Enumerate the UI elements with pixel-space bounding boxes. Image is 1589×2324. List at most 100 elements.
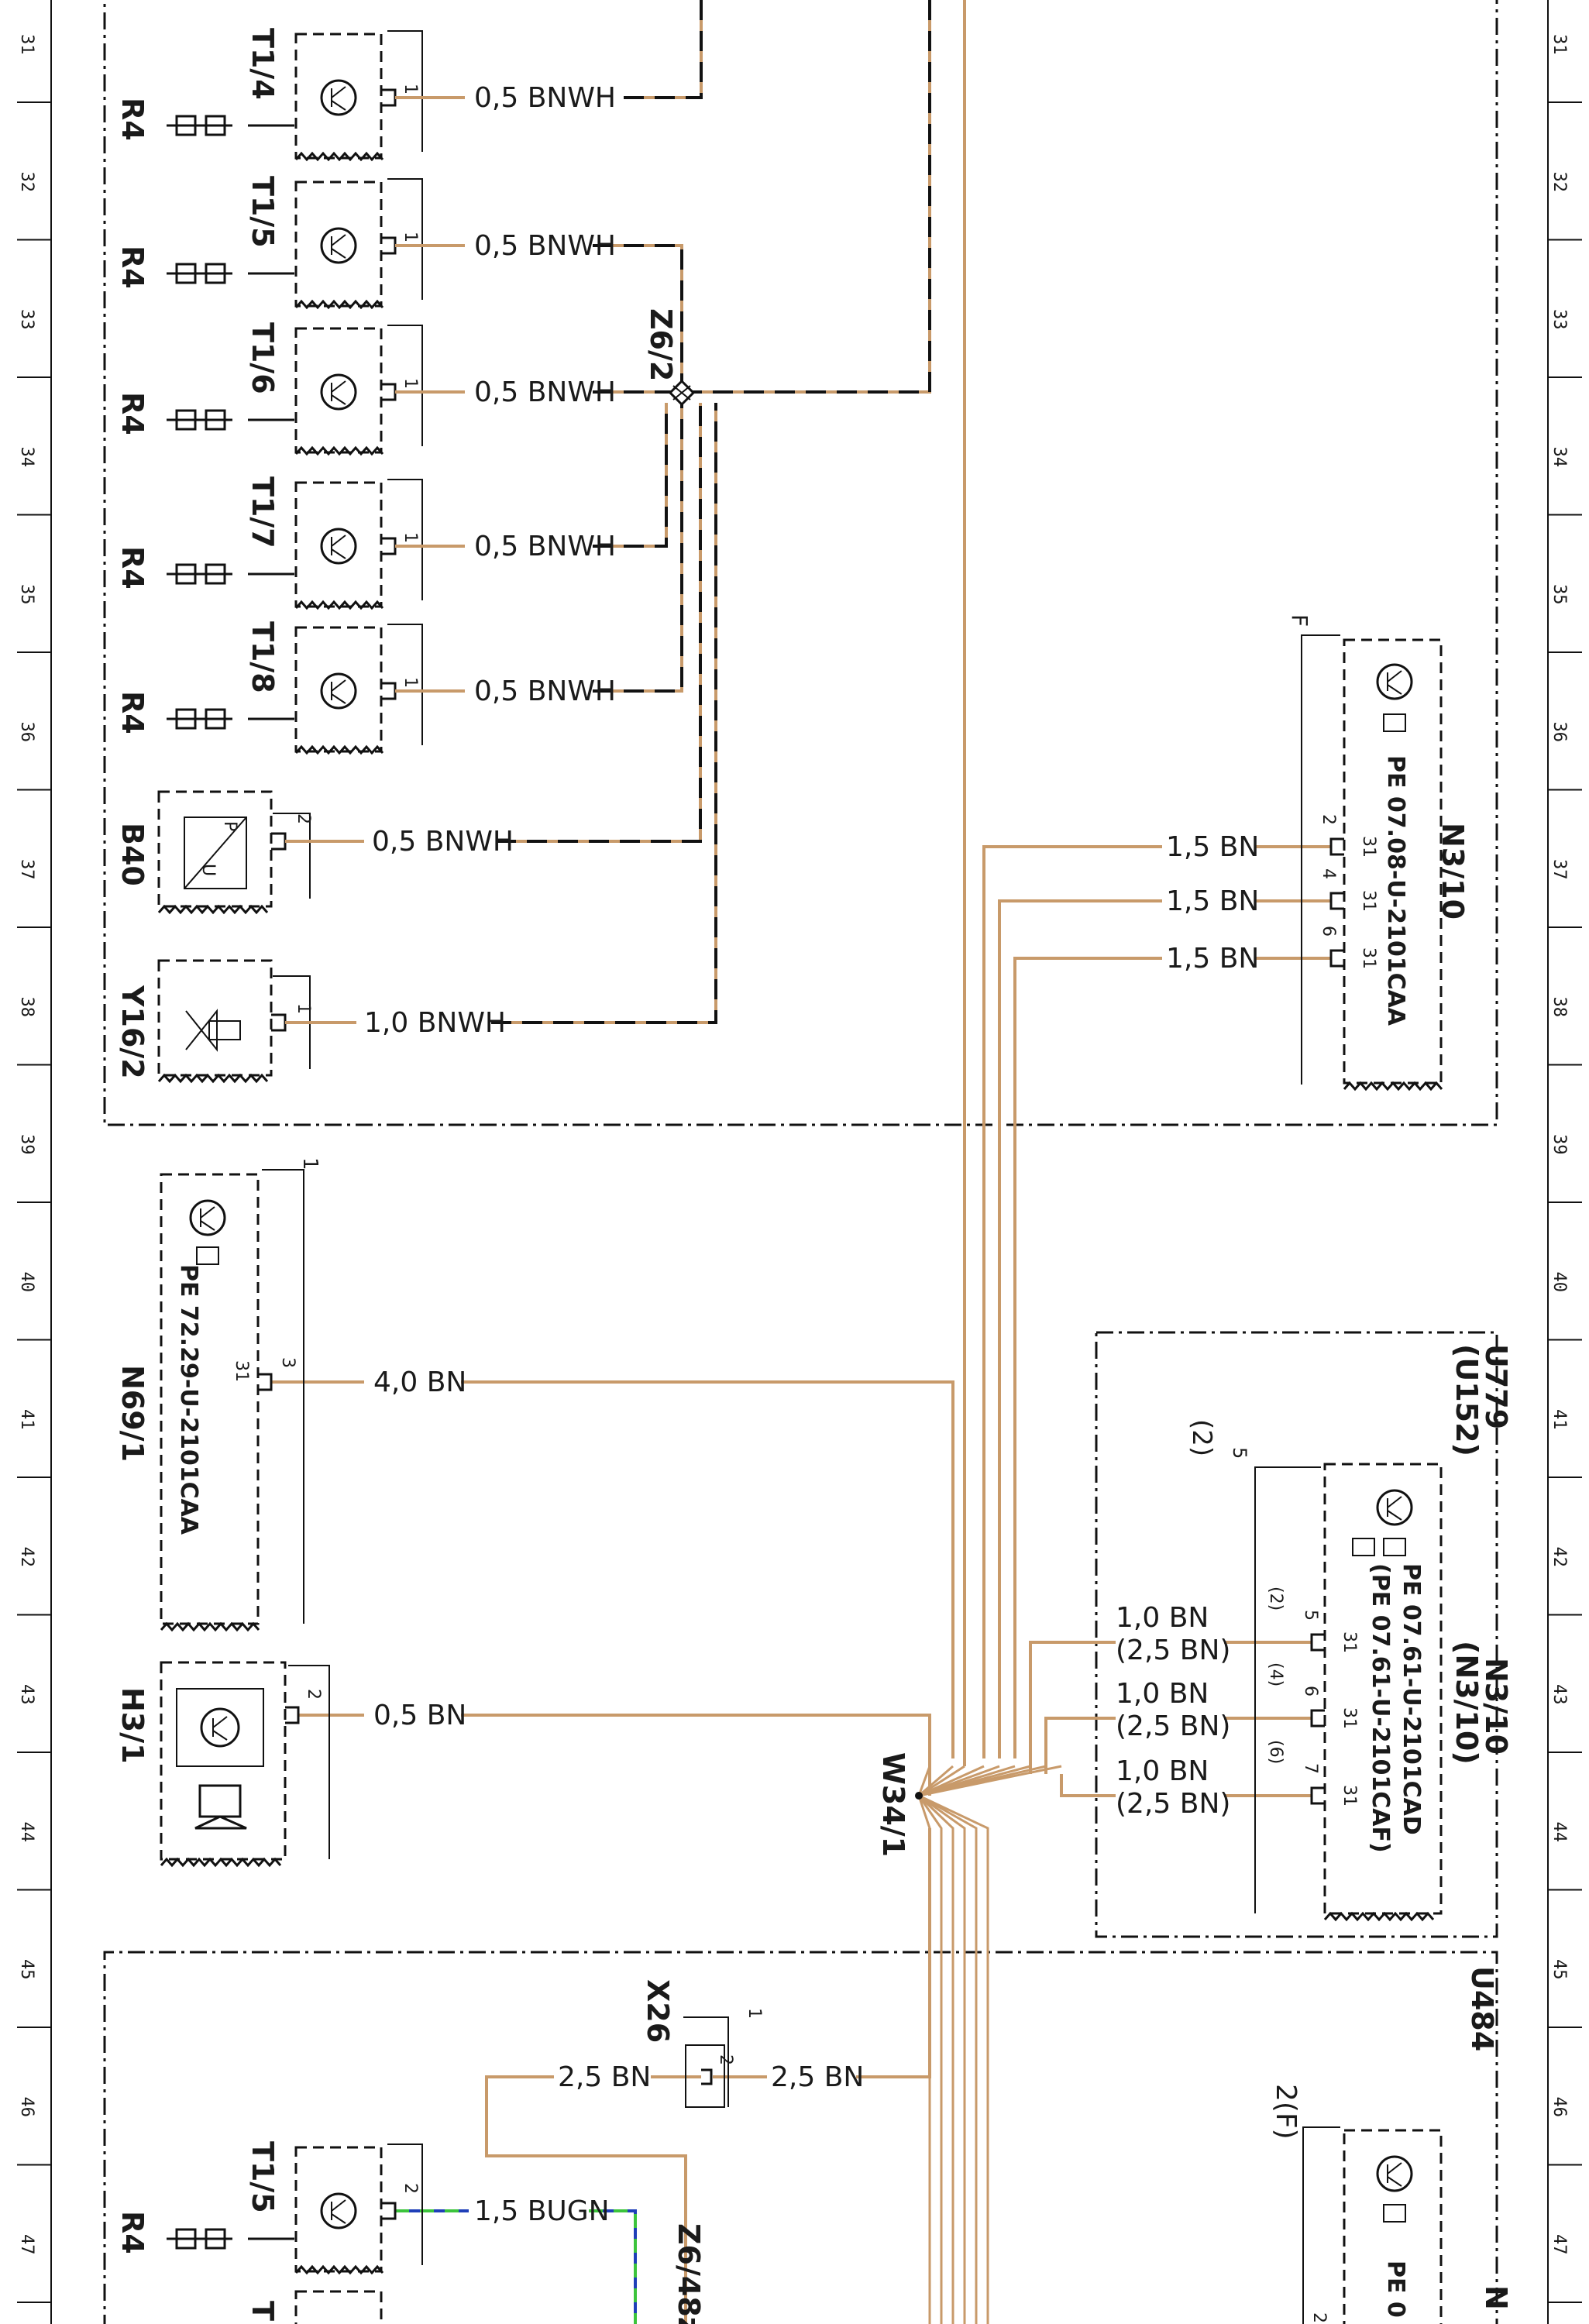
r4-plug-icon — [175, 563, 197, 585]
pin-sub: 31 — [1359, 947, 1378, 969]
r4-plug-icon — [175, 409, 197, 431]
pin-stub — [1310, 1709, 1325, 1728]
component-label: T1/7 — [246, 476, 280, 548]
grid-row-label: 46 — [17, 2097, 36, 2118]
u779-top-pin: 5 — [1229, 1447, 1250, 1459]
pin-sub: 31 — [1359, 836, 1378, 858]
grid-row-label: 41 — [1549, 1409, 1569, 1430]
pin-stub — [1310, 1633, 1325, 1652]
transistor-icon — [320, 2192, 357, 2229]
grid-row-label: 35 — [1549, 584, 1569, 605]
u484-frame — [103, 1951, 1498, 2324]
n3-10-top-ref: PE 07.08-U-2101CAA — [1382, 755, 1409, 1026]
w34-1-label: W34/1 — [876, 1752, 910, 1857]
component-box — [157, 959, 273, 1077]
wire-label: 1,0 BN — [1116, 1678, 1209, 1710]
component-bracket — [387, 178, 423, 300]
grid-row-label: 36 — [1549, 722, 1569, 743]
grid-row-label: 40 — [17, 1272, 36, 1293]
w34-fan-out — [917, 1795, 931, 2324]
component-bracket — [1302, 2126, 1340, 2324]
wire-label: 0,5 BNWH — [474, 376, 616, 408]
h3-to-w34 — [461, 1714, 931, 1796]
transistor-icon — [1376, 1489, 1413, 1526]
component-zigzag — [294, 600, 384, 610]
w34-fan-in — [918, 1765, 1062, 1797]
component-bracket — [683, 2016, 729, 2107]
grid-row-label: 36 — [17, 722, 36, 743]
component-bracket — [387, 2144, 423, 2265]
wire-label: 0,5 BNWH — [372, 826, 514, 858]
pin-sub: 31 — [1359, 890, 1378, 912]
wire-label: 0,5 BNWH — [474, 230, 616, 262]
pin-number: 1 — [401, 232, 420, 242]
grid-row-label: 31 — [1549, 34, 1569, 55]
w34-fan-out — [917, 1795, 943, 2324]
grid-row-label: 33 — [1549, 309, 1569, 330]
pin-number: 4 — [1319, 868, 1338, 879]
component-box — [294, 2146, 383, 2273]
pin-sub: 31 — [1340, 1707, 1359, 1729]
wire-label: 0,5 BNWH — [474, 531, 616, 562]
pin-number: 7 — [1301, 1763, 1320, 1774]
component-label: T1/5 — [246, 176, 280, 248]
grid-row-label: 41 — [17, 1409, 36, 1430]
upper-group-frame — [103, 0, 1498, 1126]
x26-to-w34 — [856, 1828, 931, 2078]
pin-stub — [258, 1373, 273, 1391]
bottom-right-pin: 2(F) — [1270, 2084, 1302, 2140]
wire-label: 0,5 BNWH — [474, 82, 616, 114]
component-zigzag — [160, 1857, 282, 1868]
component-zigzag — [294, 744, 384, 755]
x26-label: X26 — [641, 1979, 675, 2043]
component-box — [294, 180, 383, 308]
wire-label: 1,0 BNWH — [364, 1007, 506, 1039]
solenoid-icon — [208, 1020, 241, 1040]
grid-row-label: 46 — [1549, 2097, 1569, 2118]
wire-y16-to-z6 — [491, 403, 717, 1024]
component-label: T1/4 — [246, 28, 280, 100]
connector-body — [685, 2044, 725, 2108]
component-zigzag — [294, 299, 384, 310]
component-zigzag — [294, 151, 384, 162]
wire-label-alt: (2,5 BN) — [1116, 1788, 1230, 1820]
n69-ref: PE 72.29-U-2101CAA — [175, 1264, 202, 1535]
grid-row-label: 45 — [1549, 1959, 1569, 1980]
component-box — [294, 481, 383, 608]
grid-row-label: 37 — [1549, 859, 1569, 880]
transistor-icon — [320, 672, 357, 710]
grid-row-label: 40 — [1549, 1272, 1569, 1293]
pin-number: 2 — [294, 813, 313, 824]
wire-label-left: 2,5 BN — [558, 2061, 651, 2093]
grid-row-label: 38 — [17, 997, 36, 1018]
transistor-icon — [1376, 663, 1413, 700]
z6-48z-label: Z6/48z — [672, 2223, 706, 2324]
component-bracket — [262, 1169, 304, 1624]
component-box — [160, 1661, 287, 1861]
connector-label: R4 — [115, 392, 150, 435]
component-zigzag — [294, 2264, 384, 2275]
pin-sub: 31 — [1340, 1785, 1359, 1807]
u779-ref-2: (PE 07.61-U-2101CAF) — [1367, 1563, 1394, 1853]
connector-label: R4 — [115, 246, 150, 289]
n69-1-label: N69/1 — [115, 1365, 150, 1462]
component-box — [294, 626, 383, 753]
component-box — [1323, 1463, 1443, 1915]
pin-number: 2 — [1319, 814, 1338, 825]
u779-to-w34 — [1044, 1717, 1116, 1774]
grid-row-label: 32 — [17, 172, 36, 193]
wire-label: 1,5 BN — [1166, 831, 1259, 863]
component-bracket — [1301, 634, 1340, 1085]
component-zigzag — [1323, 1911, 1435, 1922]
r4-socket-icon — [205, 263, 226, 284]
n69-corner-pin: 1 — [298, 1157, 322, 1171]
component-bracket — [1254, 1466, 1321, 1913]
upper-shield-return — [682, 0, 931, 394]
